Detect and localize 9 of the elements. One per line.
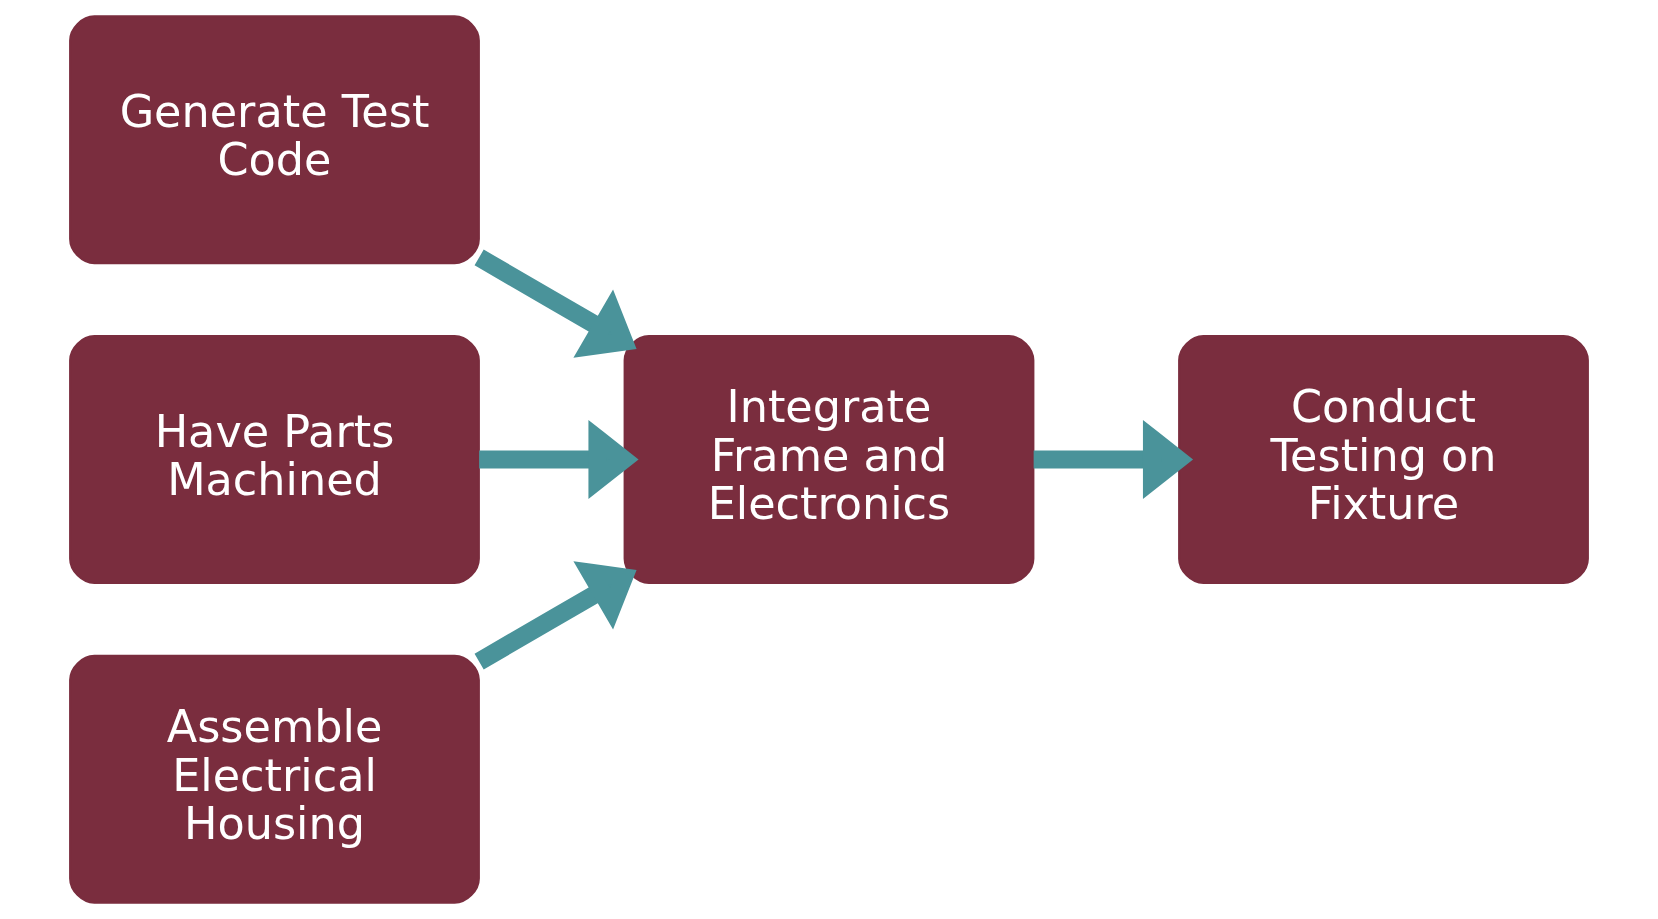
node-box: Conduct Testing on Fixture: [1178, 335, 1589, 584]
arrow: [479, 420, 639, 499]
node-box: Have Parts Machined: [69, 335, 480, 584]
arrow: [474, 561, 637, 670]
node-box: Integrate Frame and Electronics: [623, 335, 1035, 584]
node-box: Generate Test Code: [69, 15, 480, 265]
node-box: Assemble Electrical Housing: [69, 654, 480, 904]
arrow: [1033, 420, 1194, 499]
arrow: [474, 249, 637, 358]
